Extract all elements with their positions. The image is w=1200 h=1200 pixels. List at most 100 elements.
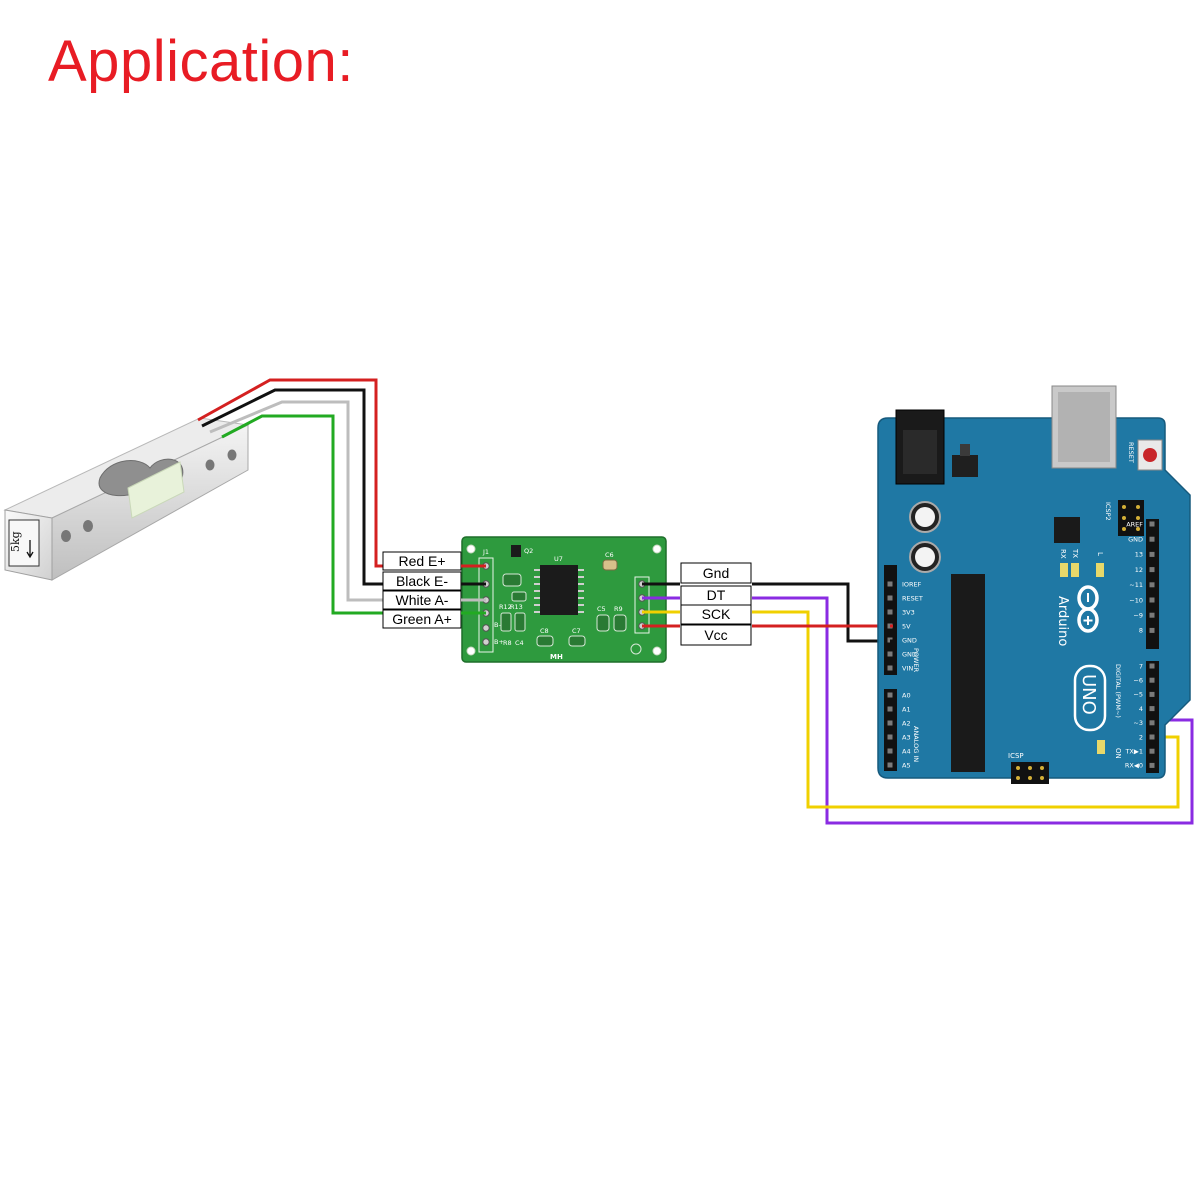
mount-hole bbox=[466, 646, 476, 656]
header-pin[interactable] bbox=[1149, 748, 1155, 754]
pin-label: TX▶1 bbox=[1124, 748, 1143, 756]
wire-label-green-text: Green A+ bbox=[392, 611, 452, 627]
silk-c7: C7 bbox=[572, 627, 581, 635]
hx711-chip bbox=[540, 565, 578, 615]
arduino-uno-board: RESET ICSP2 TX RX L ON Arduino UNO ICSP bbox=[877, 385, 1191, 784]
pin-label: GND bbox=[902, 636, 917, 644]
header-pin[interactable] bbox=[1149, 582, 1155, 588]
pin-label: 7 bbox=[1139, 662, 1143, 670]
header-pin[interactable] bbox=[887, 609, 893, 615]
pin-label: ~11 bbox=[1129, 581, 1143, 589]
l-label: L bbox=[1096, 552, 1104, 556]
power-header-title: POWER bbox=[912, 648, 920, 673]
silk-c6: C6 bbox=[605, 551, 614, 559]
page-title: Application: bbox=[48, 29, 354, 94]
wire-label-green: Green A+ bbox=[382, 609, 462, 629]
header-pin[interactable] bbox=[1149, 677, 1155, 683]
header-pin[interactable] bbox=[1149, 734, 1155, 740]
mount-hole bbox=[652, 544, 662, 554]
header-pin[interactable] bbox=[1149, 551, 1155, 557]
header-pin[interactable] bbox=[1149, 521, 1155, 527]
arduino-brand: Arduino bbox=[1055, 596, 1070, 646]
wire-label-gnd-text: Gnd bbox=[703, 565, 729, 581]
icsp-label: ICSP bbox=[1008, 752, 1024, 760]
silk-c5: C5 bbox=[597, 605, 606, 613]
load-cell: 5kg bbox=[3, 417, 250, 581]
pin-label: A1 bbox=[902, 705, 911, 713]
silk-mh: MH bbox=[550, 653, 563, 661]
arduino-model: UNO bbox=[1078, 674, 1099, 715]
wire-label-sck: SCK bbox=[680, 604, 752, 625]
pin-label: 8 bbox=[1139, 627, 1143, 635]
header-pin[interactable] bbox=[1149, 691, 1155, 697]
load-cell-wire-labels: Red E+ Black E- White A- Green A+ bbox=[382, 551, 462, 629]
pin-label: A2 bbox=[902, 719, 911, 727]
pin-label: RX◀0 bbox=[1125, 762, 1143, 770]
silk-r12: R12 bbox=[499, 603, 512, 611]
silk-r13: R13 bbox=[510, 603, 523, 611]
header-pin[interactable] bbox=[887, 651, 893, 657]
header-pin[interactable] bbox=[887, 665, 893, 671]
silk-q2: Q2 bbox=[524, 547, 533, 555]
header-pin[interactable] bbox=[887, 748, 893, 754]
header-pin[interactable] bbox=[1149, 720, 1155, 726]
hx711-board: J1 Q2 U7 C6 R12 R13 C5 R9 R8 C4 C8 C7 B-… bbox=[461, 536, 667, 663]
silk-r9: R9 bbox=[614, 605, 623, 613]
silk-c4: C4 bbox=[515, 639, 524, 647]
wire-label-gnd: Gnd bbox=[680, 562, 752, 584]
pin-label: 4 bbox=[1139, 705, 1143, 713]
wire-label-red-text: Red E+ bbox=[398, 553, 445, 569]
arduino-wire-ends bbox=[890, 624, 893, 643]
rx-label: RX bbox=[1059, 549, 1067, 559]
header-pin[interactable] bbox=[887, 706, 893, 712]
header-pin[interactable] bbox=[887, 595, 893, 601]
digital-header-title: DIGITAL (PWM~) bbox=[1114, 664, 1122, 718]
header-pin[interactable] bbox=[1149, 706, 1155, 712]
output-wires bbox=[642, 582, 1194, 825]
header-pin[interactable] bbox=[887, 734, 893, 740]
wire-dt bbox=[642, 596, 1194, 825]
header-pin[interactable] bbox=[1149, 567, 1155, 573]
silk-c8: C8 bbox=[540, 627, 549, 635]
silk-b-plus: B+ bbox=[494, 638, 504, 646]
pin-label: ~10 bbox=[1129, 596, 1143, 604]
output-wire-labels: Gnd DT SCK Vcc bbox=[680, 562, 752, 646]
wire-label-dt-text: DT bbox=[707, 587, 726, 603]
capacity-label: 5kg bbox=[9, 531, 22, 552]
mount-hole bbox=[466, 544, 476, 554]
pin-label: GND bbox=[902, 650, 917, 658]
pin-label: ~9 bbox=[1133, 612, 1143, 620]
wire-label-white-text: White A- bbox=[396, 592, 449, 608]
header-pin[interactable] bbox=[887, 581, 893, 587]
pin-label: A3 bbox=[902, 733, 911, 741]
tx-label: TX bbox=[1071, 548, 1079, 558]
header-pin[interactable] bbox=[1149, 663, 1155, 669]
pin-label: GND bbox=[1128, 536, 1143, 544]
header-pin[interactable] bbox=[887, 720, 893, 726]
header-pin[interactable] bbox=[1149, 762, 1155, 768]
wire-label-red: Red E+ bbox=[382, 551, 462, 571]
wire-label-black-text: Black E- bbox=[396, 573, 448, 589]
pin-label: 3V3 bbox=[902, 608, 915, 616]
wire-label-black: Black E- bbox=[382, 571, 462, 591]
pin-label: 12 bbox=[1135, 566, 1143, 574]
hx711-input-tails bbox=[461, 564, 486, 615]
header-pin[interactable] bbox=[1149, 627, 1155, 633]
on-label: ON bbox=[1114, 748, 1122, 759]
header-pin[interactable] bbox=[1149, 536, 1155, 542]
wire-label-white: White A- bbox=[382, 590, 462, 610]
wire-label-vcc-text: Vcc bbox=[704, 627, 727, 643]
header-pin[interactable] bbox=[887, 692, 893, 698]
silk-b-minus: B- bbox=[494, 621, 501, 629]
wire-label-vcc: Vcc bbox=[680, 624, 752, 646]
pin-label: VIN bbox=[902, 664, 913, 672]
analog-header-title: ANALOG IN bbox=[912, 726, 920, 762]
header-pin[interactable] bbox=[1149, 612, 1155, 618]
mount-hole bbox=[652, 646, 662, 656]
header-pin[interactable] bbox=[1149, 597, 1155, 603]
atmega-chip bbox=[951, 574, 985, 772]
header-pin[interactable] bbox=[887, 762, 893, 768]
